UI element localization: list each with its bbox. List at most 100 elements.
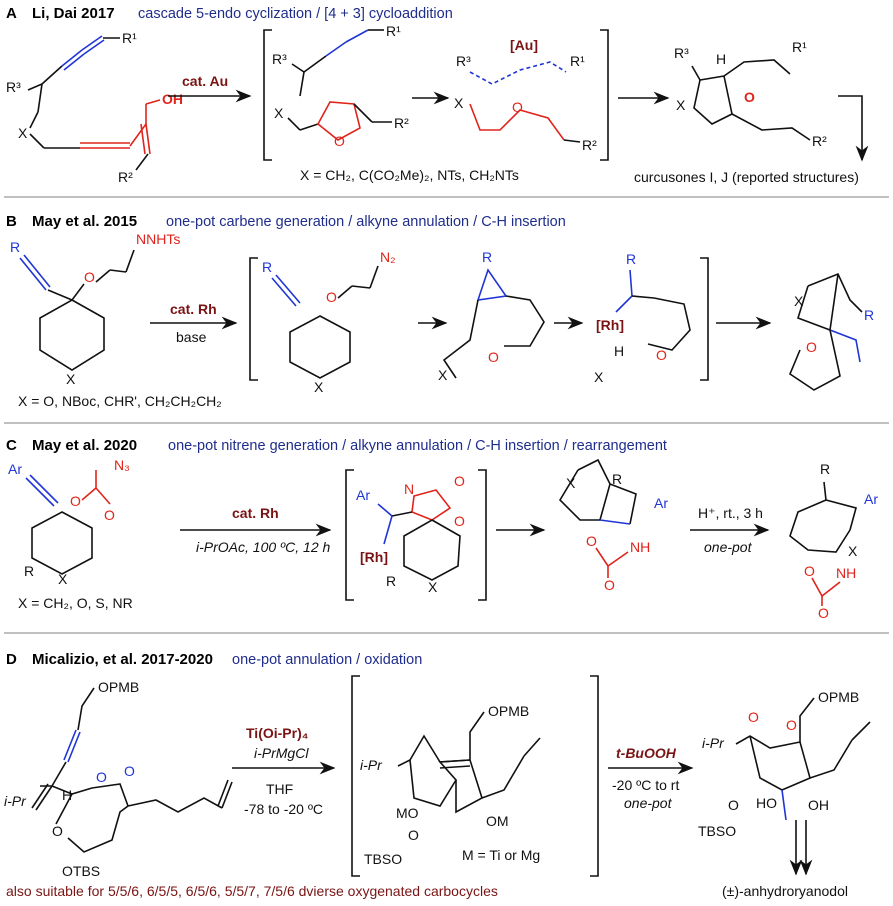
svg-text:Ar: Ar — [864, 491, 878, 507]
svg-text:O: O — [656, 347, 667, 363]
svg-text:R: R — [626, 251, 636, 267]
panel-a-starting-material: R³ R¹ X OH R² — [6, 30, 183, 185]
svg-text:X: X — [438, 367, 448, 383]
svg-text:R³: R³ — [456, 53, 471, 69]
panel-a-intermediate-furan: R³ R¹ X O R² — [272, 23, 409, 149]
svg-text:X = CH₂, O, S, NR: X = CH₂, O, S, NR — [18, 595, 133, 611]
svg-text:R³: R³ — [674, 45, 689, 61]
svg-text:one-pot annulation / oxidation: one-pot annulation / oxidation — [232, 652, 422, 668]
svg-text:Ar: Ar — [654, 495, 668, 511]
panel-d-intermediate: OPMB i-Pr MO OM O TBSO M = Ti or Mg — [360, 703, 541, 867]
svg-text:R: R — [864, 307, 874, 323]
svg-text:O: O — [334, 133, 345, 149]
svg-text:-20 ºC to rt: -20 ºC to rt — [612, 777, 679, 793]
svg-text:X: X — [314, 379, 324, 395]
svg-text:OTBS: OTBS — [62, 863, 100, 879]
scope-note: also suitable for 5/5/6, 6/5/5, 6/5/6, 5… — [6, 883, 498, 899]
svg-text:O: O — [124, 763, 135, 779]
svg-text:X: X — [58, 571, 68, 587]
panel-b-intermediate-rh: R [Rh] O H X — [594, 251, 691, 385]
svg-text:R²: R² — [582, 137, 597, 153]
svg-text:i-PrOAc, 100 ºC, 12 h: i-PrOAc, 100 ºC, 12 h — [196, 539, 330, 555]
svg-text:O: O — [604, 577, 615, 593]
svg-text:one-pot: one-pot — [704, 539, 753, 555]
label-oh: OH — [162, 91, 183, 107]
svg-text:O: O — [728, 797, 739, 813]
svg-text:May et al. 2015: May et al. 2015 — [32, 213, 137, 230]
svg-text:R¹: R¹ — [386, 23, 401, 39]
panel-b-product: X R O — [789, 272, 874, 391]
svg-text:t-BuOOH: t-BuOOH — [616, 745, 677, 761]
panel-a-intermediate-au: R³ [Au] R¹ X O R² — [454, 37, 597, 153]
svg-text:TBSO: TBSO — [698, 823, 736, 839]
panel-c-intermediate: Ar N O O [Rh] R X — [356, 473, 465, 595]
svg-text:O: O — [586, 533, 597, 549]
product-d: (±)-anhydroryanodol — [722, 883, 848, 899]
svg-text:D: D — [6, 651, 17, 668]
svg-text:R: R — [10, 239, 20, 255]
svg-text:R: R — [24, 563, 34, 579]
label-r3: R³ — [6, 79, 21, 95]
svg-text:R³: R³ — [272, 51, 287, 67]
svg-text:O: O — [488, 349, 499, 365]
svg-text:O: O — [454, 473, 465, 489]
svg-text:O: O — [52, 823, 63, 839]
svg-text:H⁺, rt., 3 h: H⁺, rt., 3 h — [698, 505, 763, 521]
svg-text:Ar: Ar — [8, 461, 22, 477]
svg-text:TBSO: TBSO — [364, 851, 402, 867]
svg-text:one-pot: one-pot — [624, 795, 673, 811]
svg-text:N₃: N₃ — [114, 457, 130, 473]
arrow-a4 — [838, 95, 869, 162]
svg-text:N: N — [404, 481, 414, 497]
svg-text:R²: R² — [394, 115, 409, 131]
svg-text:O: O — [786, 717, 797, 733]
svg-text:cat. Rh: cat. Rh — [232, 505, 279, 521]
svg-text:X: X — [66, 371, 76, 387]
svg-text:i-Pr: i-Pr — [360, 757, 383, 773]
svg-text:THF: THF — [266, 781, 293, 797]
panel-d-starting-material: OPMB i-Pr H O O O OTBS — [4, 679, 233, 879]
svg-text:O: O — [70, 493, 81, 509]
svg-text:[Rh]: [Rh] — [596, 317, 624, 333]
svg-text:X: X — [848, 543, 858, 559]
svg-text:O: O — [818, 605, 829, 621]
svg-text:OM: OM — [486, 813, 509, 829]
panel-c-product: R Ar X O NH O — [789, 461, 878, 621]
label-r2: R² — [118, 169, 133, 185]
svg-text:H: H — [62, 787, 72, 803]
panel-b-starting-material: R O NNHTs X — [10, 231, 180, 387]
svg-text:H: H — [614, 343, 624, 359]
svg-text:HO: HO — [756, 795, 777, 811]
panel-c: C May et al. 2020 one-pot nitrene genera… — [6, 437, 878, 621]
label-r1: R¹ — [122, 30, 137, 46]
product-a: curcusones I, J (reported structures) — [634, 169, 859, 185]
svg-text:C: C — [6, 437, 17, 454]
svg-text:O: O — [512, 99, 523, 115]
bracket-left-a — [263, 29, 272, 161]
svg-text:May et al. 2020: May et al. 2020 — [32, 437, 137, 454]
reagent-a: cat. Au — [182, 73, 228, 89]
svg-text:-78 to -20 ºC: -78 to -20 ºC — [244, 801, 323, 817]
svg-text:O: O — [96, 769, 107, 785]
svg-text:O: O — [454, 513, 465, 529]
x-definition-b: X = O, NBoc, CHR', CH₂CH₂CH₂ — [18, 393, 222, 409]
svg-text:X: X — [274, 105, 284, 121]
svg-text:Ar: Ar — [356, 487, 370, 503]
bracket-right-a — [600, 29, 609, 161]
svg-text:Micalizio, et al. 2017-2020: Micalizio, et al. 2017-2020 — [32, 651, 213, 668]
svg-text:N₂: N₂ — [380, 249, 396, 265]
svg-text:R: R — [820, 461, 830, 477]
svg-text:O: O — [408, 827, 419, 843]
panel-a-description: cascade 5-endo cyclization / [4 + 3] cyc… — [138, 6, 453, 22]
svg-text:one-pot nitrene generation / a: one-pot nitrene generation / alkyne annu… — [168, 438, 667, 454]
panel-a-product: R³ H R¹ X O R² — [674, 39, 827, 149]
svg-text:X: X — [676, 97, 686, 113]
svg-text:M = Ti or Mg: M = Ti or Mg — [462, 847, 540, 863]
panel-c-intermediate2: X R Ar O NH O — [558, 458, 668, 593]
svg-text:X: X — [794, 293, 804, 309]
panel-a-authors: Li, Dai 2017 — [32, 5, 115, 22]
panel-c-starting-material: Ar O O N₃ R X — [8, 457, 130, 587]
svg-text:R¹: R¹ — [792, 39, 807, 55]
panel-b-intermediate-diazo: R O N₂ X — [262, 249, 396, 395]
svg-text:Ti(Oi-Pr)₄: Ti(Oi-Pr)₄ — [246, 725, 308, 741]
